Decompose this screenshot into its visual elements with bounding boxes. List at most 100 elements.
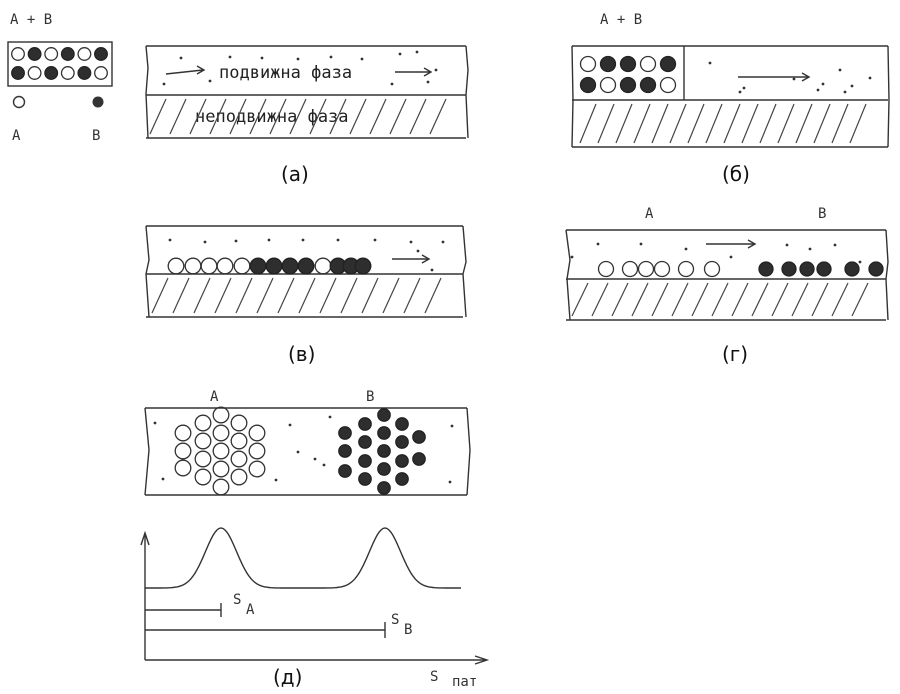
molecule-a <box>175 425 191 441</box>
molecule-a <box>655 262 670 277</box>
hatch-line <box>812 283 828 316</box>
hatch-line <box>632 283 648 316</box>
molecule-b <box>378 463 390 475</box>
mobile-phase-particle <box>323 464 326 467</box>
hatch-line <box>170 99 186 134</box>
molecule-b <box>601 57 616 72</box>
panel-b-title: A + B <box>600 12 642 28</box>
molecule-a <box>705 262 720 277</box>
molecule-a <box>175 460 191 476</box>
mobile-phase-particle <box>416 51 419 54</box>
hatch-line <box>194 278 210 313</box>
mobile-phase-particle <box>859 261 862 264</box>
hatch-line <box>724 104 740 143</box>
panel-d-label-b: B <box>366 389 374 405</box>
mobile-phase-particle <box>162 478 165 481</box>
molecule-a <box>249 443 265 459</box>
hatch-line <box>778 104 794 143</box>
panel-v: (в) <box>146 226 466 366</box>
molecule-b <box>95 48 108 61</box>
molecule-a <box>195 469 211 485</box>
molecule-b <box>641 78 656 93</box>
molecule-a <box>45 48 58 61</box>
molecule-b <box>869 262 883 276</box>
molecule-a <box>231 433 247 449</box>
mobile-phase-particle <box>839 69 842 72</box>
mobile-phase-particle <box>730 256 733 259</box>
mobile-phase-particle <box>786 244 789 247</box>
mobile-phase-particle <box>417 250 420 253</box>
mobile-phase-particle <box>809 248 812 251</box>
retention-s-a-label: S <box>233 592 241 608</box>
hatch-line <box>580 104 596 143</box>
molecule-a <box>641 57 656 72</box>
molecule-a <box>315 258 331 274</box>
hatch-line <box>852 283 868 316</box>
hatch-line <box>792 283 808 316</box>
mobile-phase-particle <box>261 57 264 60</box>
mobile-phase-particle <box>743 87 746 90</box>
mobile-phase-particle <box>571 256 574 259</box>
panel-b: A + B (б) <box>572 12 889 186</box>
panel-g: A B (г) <box>566 206 888 366</box>
molecule-a <box>231 451 247 467</box>
hatch-line <box>796 104 812 143</box>
molecule-b <box>396 455 408 467</box>
mobile-phase-particle <box>235 240 238 243</box>
molecule-a <box>195 433 211 449</box>
molecule-b <box>800 262 814 276</box>
mobile-phase-particle <box>817 89 820 92</box>
hatch-line <box>152 278 168 313</box>
hatch-line <box>612 283 628 316</box>
hatch-line <box>652 104 668 143</box>
hatch-line <box>672 283 688 316</box>
mobile-phase-particle <box>209 80 212 83</box>
molecule-a <box>62 67 75 80</box>
molecule-a <box>213 425 229 441</box>
molecule-b <box>45 67 58 80</box>
molecule-a <box>168 258 184 274</box>
molecule-b <box>12 67 25 80</box>
hatch-line <box>173 278 189 313</box>
molecule-b <box>339 465 351 477</box>
mobile-phase-particle <box>851 85 854 88</box>
molecule-a <box>28 67 41 80</box>
axis-unit-label: пат <box>452 674 477 689</box>
mobile-phase-particle <box>289 424 292 427</box>
hatch-line <box>692 283 708 316</box>
mobile-phase-particle <box>431 269 434 272</box>
molecule-b <box>28 48 41 61</box>
molecule-b <box>621 78 636 93</box>
molecule-b <box>78 67 91 80</box>
mobile-phase-particle <box>597 243 600 246</box>
mobile-phase-particle <box>822 83 825 86</box>
molecule-a <box>78 48 91 61</box>
hatch-line <box>572 283 588 316</box>
mobile-phase-particle <box>330 56 333 59</box>
mobile-phase-particle <box>869 77 872 80</box>
mobile-phase-particle <box>163 83 166 86</box>
legend-label-a: A <box>12 128 21 144</box>
mobile-phase-label: подвижна фаза <box>219 63 352 83</box>
hatch-line <box>598 104 614 143</box>
mobile-phase-particle <box>427 81 430 84</box>
hatch-line <box>299 278 315 313</box>
molecule-a <box>679 262 694 277</box>
molecule-b <box>396 418 408 430</box>
panel-label-v: (в) <box>288 342 315 366</box>
molecule-b <box>396 473 408 485</box>
legend-filled-circle <box>93 97 104 108</box>
mobile-phase-particle <box>709 62 712 65</box>
molecule-b <box>359 436 371 448</box>
mobile-phase-particle <box>451 425 454 428</box>
molecule-a <box>249 425 265 441</box>
molecule-b <box>621 57 636 72</box>
hatch-line <box>814 104 830 143</box>
molecule-b <box>266 258 282 274</box>
hatch-line <box>320 278 336 313</box>
hatch-line <box>832 104 848 143</box>
mobile-phase-particle <box>329 416 332 419</box>
mobile-phase-particle <box>302 239 305 242</box>
molecule-b <box>339 427 351 439</box>
hatch-line <box>616 104 632 143</box>
